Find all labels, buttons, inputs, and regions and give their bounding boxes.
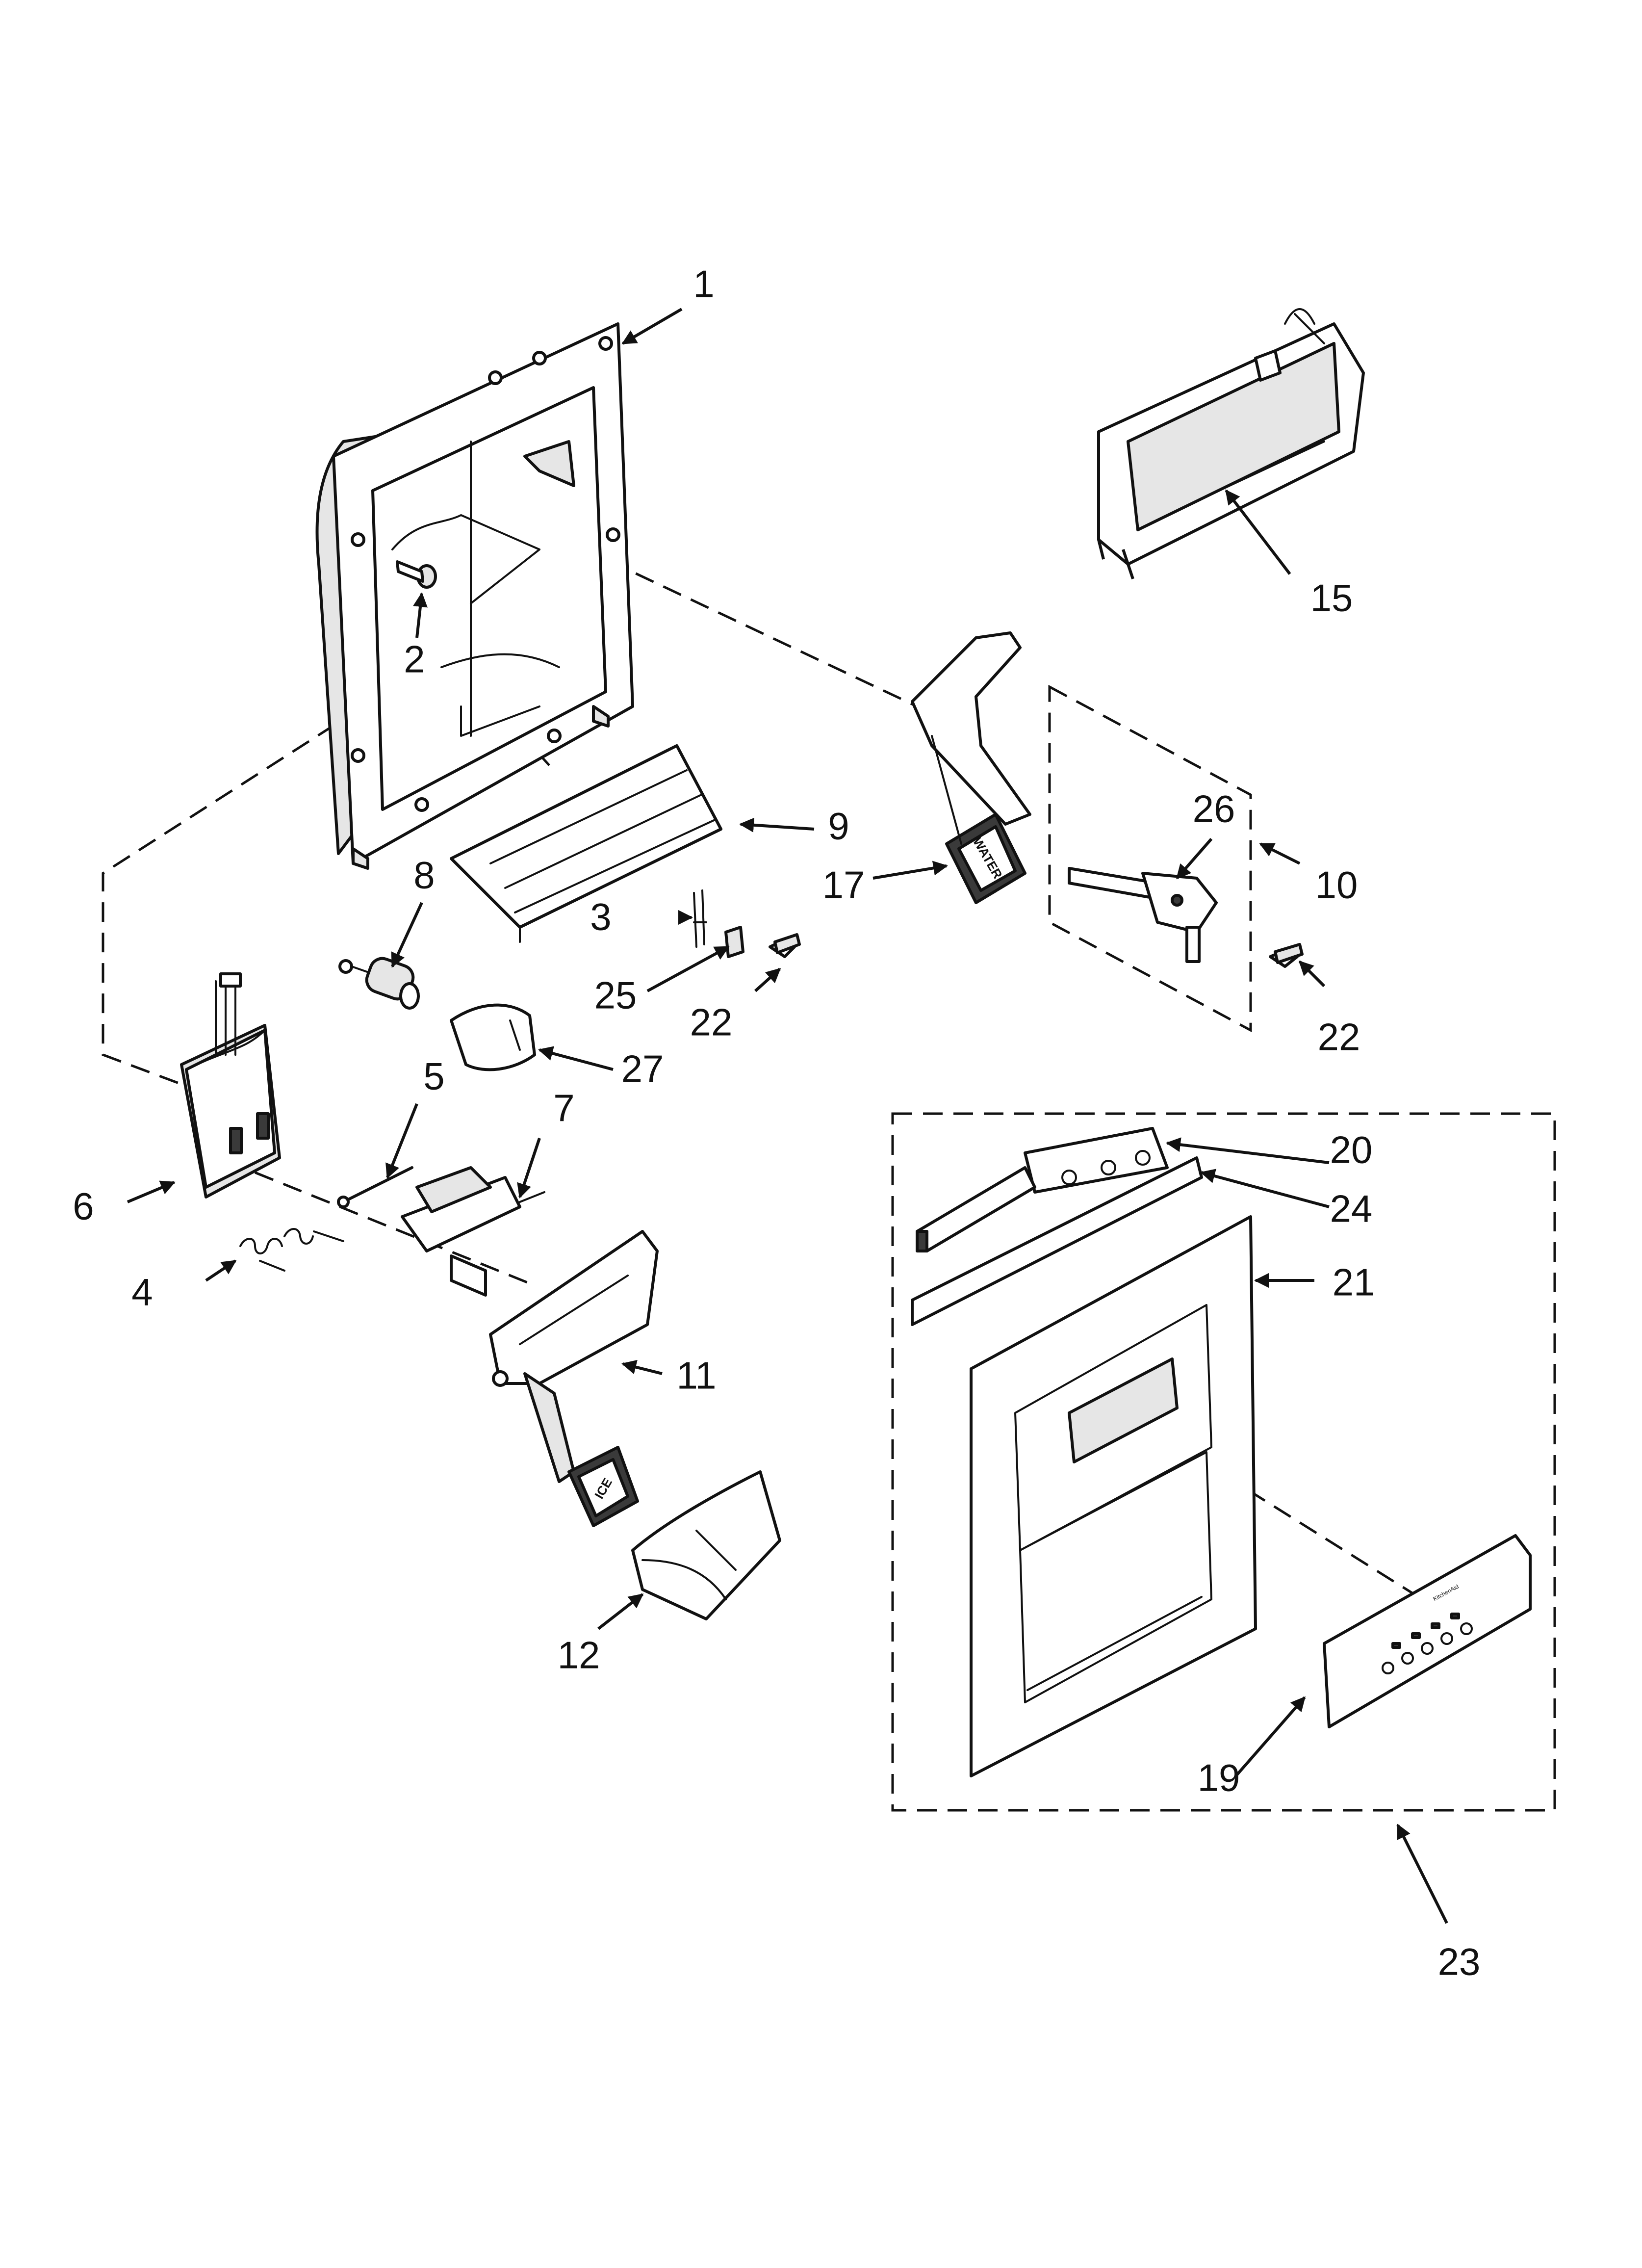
callout-12: 12 bbox=[558, 1634, 600, 1677]
callout-22-right: 22 bbox=[1318, 1016, 1360, 1059]
callout-22-left: 22 bbox=[690, 1001, 733, 1044]
callout-23: 23 bbox=[1438, 1940, 1481, 1983]
callout-26: 26 bbox=[1193, 787, 1235, 831]
callout-20: 20 bbox=[1330, 1128, 1373, 1172]
callout-17: 17 bbox=[822, 863, 865, 907]
ice-actuator-part: ICE bbox=[489, 1230, 659, 1527]
spring-clip-part bbox=[693, 889, 744, 958]
callout-27: 27 bbox=[621, 1047, 664, 1091]
callout-11: 11 bbox=[677, 1354, 717, 1397]
housing-screw-part bbox=[396, 560, 437, 589]
callout-numbers: 1 2 3 4 5 6 7 8 9 10 11 12 15 17 19 20 2… bbox=[73, 262, 1480, 1983]
water-switch-assembly bbox=[1048, 684, 1252, 1033]
callout-9: 9 bbox=[828, 805, 849, 848]
callout-3: 3 bbox=[590, 895, 611, 938]
chute-flap-part bbox=[450, 1003, 536, 1071]
control-bezel-part: KitchenAid bbox=[1323, 1534, 1532, 1728]
callout-10: 10 bbox=[1315, 863, 1358, 907]
callout-25: 25 bbox=[594, 974, 637, 1017]
ice-chute-cup-part bbox=[631, 1470, 781, 1620]
callout-15: 15 bbox=[1310, 576, 1353, 620]
control-box-part bbox=[1097, 308, 1365, 579]
callout-21: 21 bbox=[1333, 1261, 1375, 1304]
torsion-spring-part bbox=[239, 1228, 344, 1272]
mounting-screw-part bbox=[769, 933, 1304, 968]
callout-19: 19 bbox=[1198, 1756, 1240, 1799]
callout-2: 2 bbox=[404, 638, 425, 681]
callout-7: 7 bbox=[553, 1087, 574, 1130]
lever-bracket-part bbox=[401, 1166, 545, 1297]
callout-1: 1 bbox=[693, 262, 714, 306]
front-panel-part bbox=[970, 1215, 1257, 1777]
solenoid-part bbox=[338, 957, 420, 1010]
callout-24: 24 bbox=[1330, 1187, 1373, 1230]
callout-6: 6 bbox=[73, 1185, 94, 1228]
switch-module-part bbox=[180, 972, 281, 1199]
dispenser-housing-part bbox=[315, 322, 634, 870]
water-actuator-part: WATER bbox=[911, 631, 1031, 904]
dispenser-front-assembly bbox=[891, 1112, 1556, 1812]
pivot-pin-part bbox=[337, 1166, 413, 1208]
callout-8: 8 bbox=[413, 854, 435, 897]
drip-tray-part bbox=[450, 744, 722, 943]
circuit-board-part bbox=[916, 1127, 1169, 1252]
leader-lines bbox=[127, 308, 1448, 1924]
callout-4: 4 bbox=[131, 1271, 153, 1314]
callout-5: 5 bbox=[423, 1055, 444, 1098]
